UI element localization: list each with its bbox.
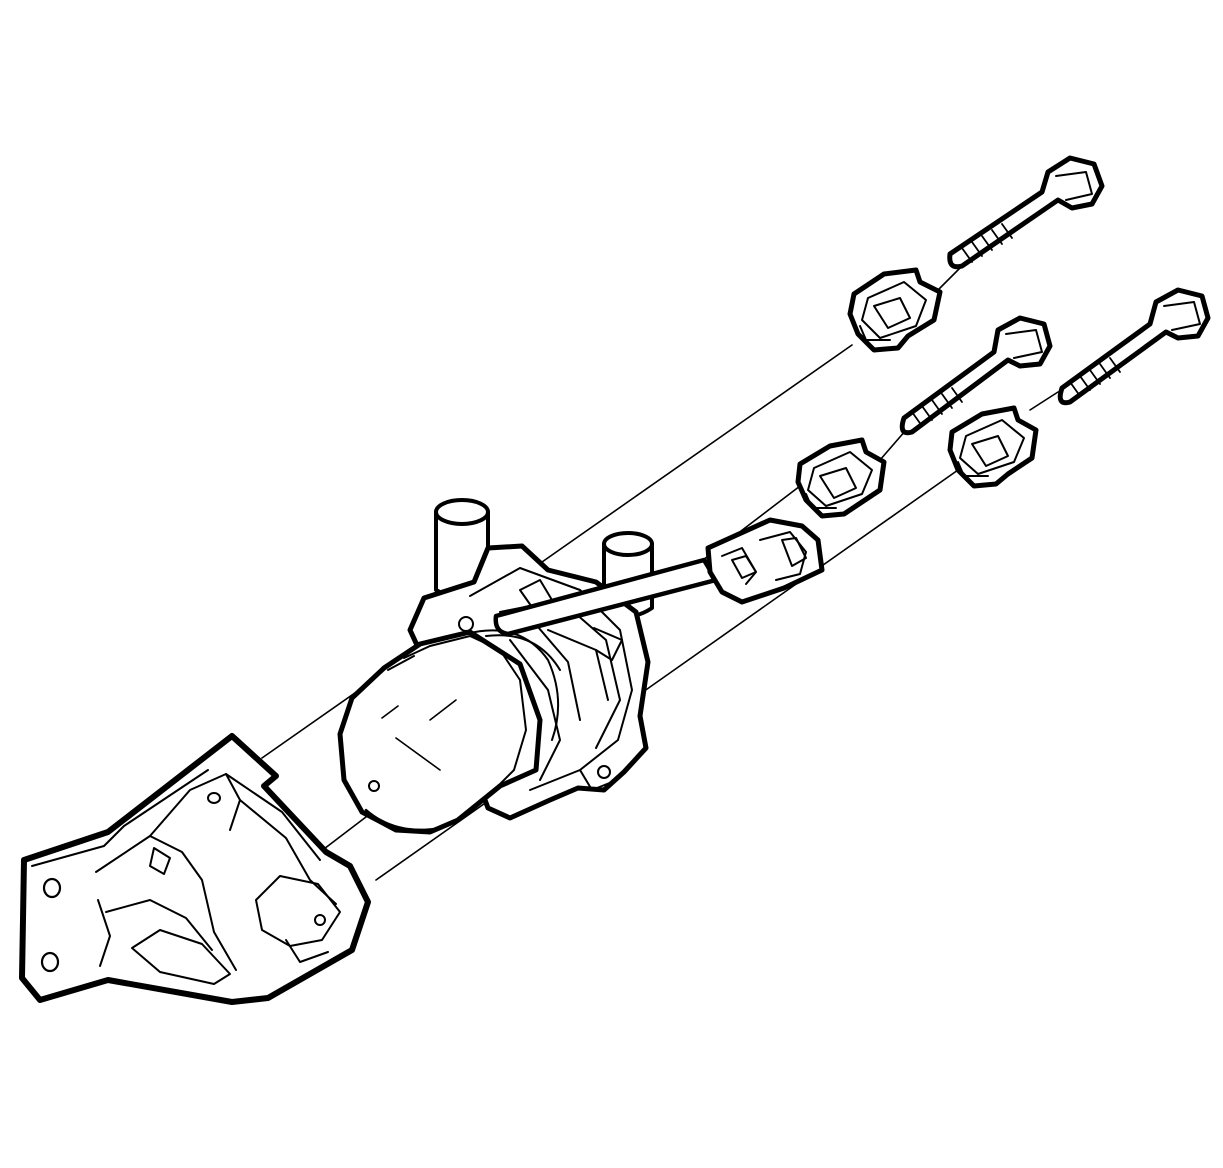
mounting-bracket bbox=[19, 733, 371, 1005]
isolator-grommet bbox=[795, 437, 887, 519]
isolator-grommet bbox=[847, 267, 943, 353]
pump-motor-assembly bbox=[337, 498, 654, 835]
mounting-bolt bbox=[1057, 287, 1211, 406]
mounting-bolt bbox=[899, 315, 1053, 436]
electrical-connector bbox=[493, 517, 825, 637]
isolator-grommet bbox=[947, 405, 1039, 489]
mounting-bolt bbox=[947, 155, 1105, 270]
